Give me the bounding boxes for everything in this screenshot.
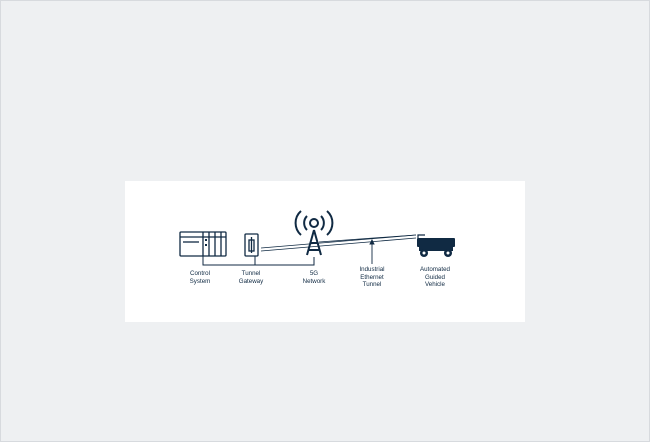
arrow-up-icon	[369, 238, 375, 264]
network-diagram: Control System Tunnel Gateway 5G Network…	[125, 181, 525, 322]
radio-tower-icon	[294, 210, 334, 256]
gateway-icon	[244, 233, 259, 257]
tunnel-gateway-label: Tunnel Gateway	[238, 270, 264, 285]
control-system-label: Control System	[189, 270, 211, 285]
agv-icon	[417, 234, 455, 257]
control-system-icon	[179, 231, 227, 257]
automated-guided-vehicle-label: Automated Guided Vehicle	[420, 266, 450, 289]
gateway-to-network-connector	[255, 257, 315, 266]
5g-network-label: 5G Network	[302, 270, 326, 285]
control-to-gateway-connector	[202, 256, 256, 266]
industrial-ethernet-tunnel-label: Industrial Ethernet Tunnel	[359, 266, 385, 289]
industrial-ethernet-tunnel-lines	[260, 234, 417, 252]
diagram-canvas	[179, 210, 455, 266]
